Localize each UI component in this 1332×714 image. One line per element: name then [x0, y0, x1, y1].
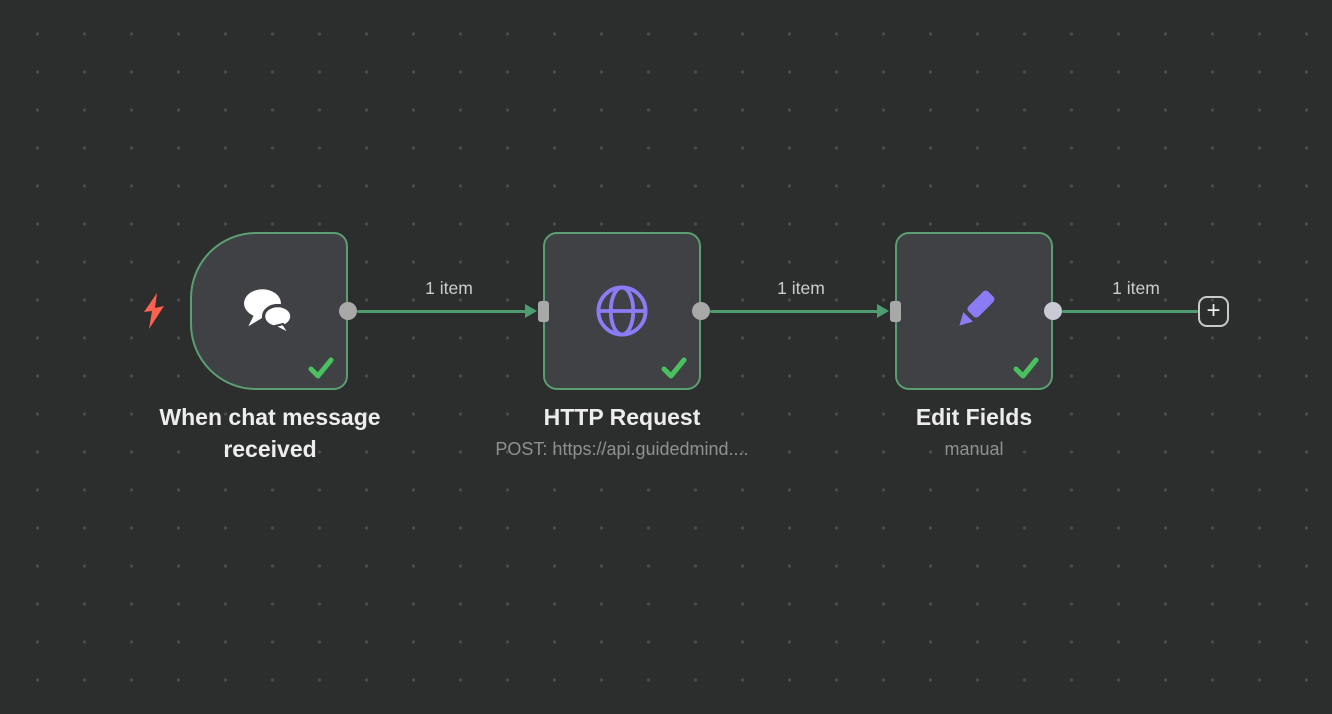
connection-line[interactable]	[357, 310, 526, 313]
connection-items-label: 1 item	[777, 278, 825, 298]
connection-trigger-to-http[interactable]	[357, 304, 537, 318]
connection-items-label: 1 item	[1112, 278, 1160, 298]
node-subtitle: POST: https://api.guidedmind....	[495, 439, 749, 459]
pencil-icon	[959, 290, 995, 326]
success-check-icon	[1013, 357, 1039, 379]
input-connector[interactable]	[890, 300, 901, 322]
output-connector[interactable]	[692, 302, 710, 320]
input-connector[interactable]	[538, 300, 549, 322]
node-when-chat-message-received[interactable]	[190, 232, 357, 390]
connection-line[interactable]	[1062, 310, 1198, 313]
node-subtitle: manual	[944, 439, 1004, 459]
node-edit-fields[interactable]	[890, 232, 1062, 390]
connection-arrowhead-icon	[525, 304, 537, 318]
add-node-button[interactable]: +	[1198, 296, 1229, 327]
connection-http-to-edit[interactable]	[710, 304, 889, 318]
node-title: HTTP Request	[543, 404, 701, 430]
node-http-request[interactable]	[538, 232, 710, 390]
trigger-bolt-icon	[144, 293, 164, 329]
node-label-block: HTTP Request POST: https://api.guidedmin…	[442, 401, 802, 460]
output-connector[interactable]	[1044, 302, 1062, 320]
connection-line[interactable]	[710, 310, 878, 313]
globe-icon	[596, 285, 648, 337]
output-connector[interactable]	[339, 302, 357, 320]
connection-edit-to-add[interactable]	[1062, 310, 1198, 313]
node-title: When chat message received	[159, 404, 381, 462]
node-label-block: Edit Fields manual	[824, 401, 1124, 460]
connection-arrowhead-icon	[877, 304, 889, 318]
node-label-block: When chat message received	[129, 401, 411, 465]
node-title: Edit Fields	[915, 404, 1033, 430]
success-check-icon	[308, 357, 334, 379]
chat-icon	[244, 289, 294, 335]
success-check-icon	[661, 357, 687, 379]
connection-items-label: 1 item	[425, 278, 473, 298]
